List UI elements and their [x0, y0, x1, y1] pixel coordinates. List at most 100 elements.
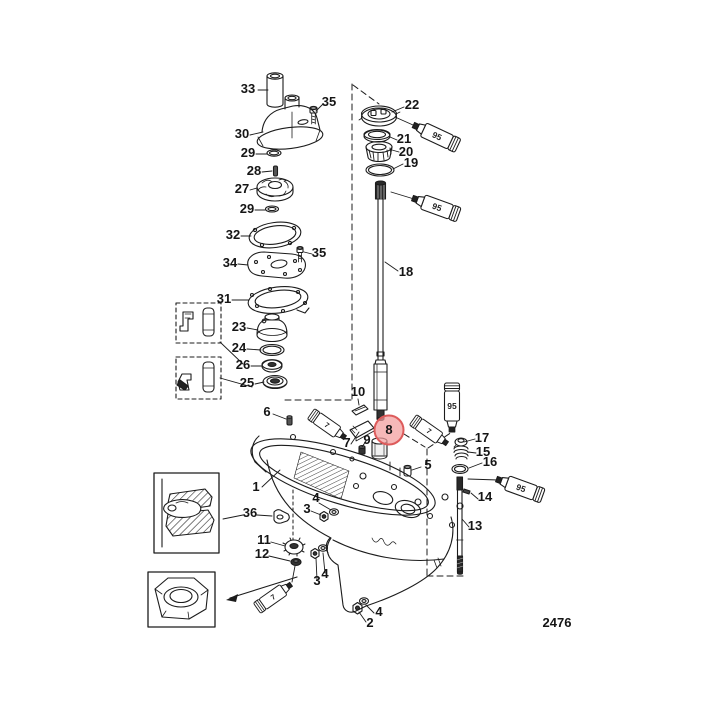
part-3-nut-lower: [310, 547, 320, 560]
lubricant-tube-95: 95: [443, 382, 461, 433]
part-label-3: 3: [313, 573, 320, 588]
part-label-28: 28: [247, 163, 261, 178]
lubricant-tube-7: 7: [409, 414, 449, 447]
part-14-pin: [462, 488, 471, 495]
part-16-o-ring: [451, 463, 469, 475]
part-label-21: 21: [397, 131, 411, 146]
part-31-gasket: [247, 286, 310, 314]
part-30-water-pump-cover: [256, 94, 324, 150]
part-label-22: 22: [405, 97, 419, 112]
part-labels-layer: 3335302928272932353431232426252221201918…: [217, 81, 572, 630]
part-4-washer-skeg: [358, 597, 370, 605]
lubricant-tube-95: 95: [495, 475, 546, 503]
part-3-nut-upper: [319, 510, 329, 523]
part-23-oil-seal-housing: [256, 313, 288, 343]
part-label-17: 17: [475, 430, 489, 445]
lubricant-tube-95: 95: [411, 121, 461, 153]
part-34-face-plate: [247, 251, 306, 279]
part-15-spring: [453, 445, 469, 460]
part-label-27: 27: [235, 181, 249, 196]
part-label-15: 15: [476, 444, 490, 459]
part-label-2476: 2476: [543, 615, 572, 630]
part-label-32: 32: [226, 227, 240, 242]
part-label-23: 23: [232, 319, 246, 334]
part-label-7: 7: [343, 435, 350, 450]
part-label-5: 5: [424, 457, 431, 472]
part-label-12: 12: [255, 546, 269, 561]
part-label-18: 18: [399, 264, 413, 279]
part-label-8: 8: [385, 422, 392, 437]
part-label-10: 10: [351, 384, 365, 399]
svg-text:7: 7: [425, 426, 433, 436]
part-2-nut-skeg: [352, 601, 363, 615]
part-27-impeller: [256, 177, 294, 202]
part-label-1: 1: [252, 479, 259, 494]
part-18-driveshaft: [373, 180, 388, 422]
part-label-6: 6: [263, 404, 270, 419]
part-label-4: 4: [312, 490, 320, 505]
part-25-oil-seal: [262, 374, 288, 390]
part-32-gasket: [248, 221, 302, 249]
part-label-2: 2: [366, 615, 373, 630]
svg-text:95: 95: [431, 129, 444, 142]
part-label-24: 24: [232, 340, 247, 355]
part-29-washer-upper: [266, 149, 282, 157]
part-label-36: 36: [243, 505, 257, 520]
svg-text:95: 95: [515, 482, 528, 495]
part-33-bushing: [266, 72, 284, 108]
part-21-thrust-ring: [363, 128, 391, 143]
part-label-30: 30: [235, 126, 249, 141]
part-10-wedge: [351, 404, 369, 416]
part-label-11: 11: [257, 532, 271, 547]
part-19-o-ring: [365, 163, 395, 177]
part-label-13: 13: [468, 518, 482, 533]
part-label-25: 25: [240, 375, 254, 390]
leader-lines: [219, 89, 499, 623]
part-label-35: 35: [312, 245, 326, 260]
part-6-dowel-pin: [286, 415, 293, 426]
part-label-31: 31: [217, 291, 231, 306]
part-label-34: 34: [223, 255, 238, 270]
part-28-impeller-key: [272, 165, 279, 177]
part-20-tapered-bearing: [365, 140, 393, 163]
part-36-anode-clamp: [273, 509, 290, 524]
part-11-gear: [282, 537, 306, 557]
svg-text:95: 95: [447, 401, 457, 411]
part-label-3: 3: [303, 501, 310, 516]
part-label-9: 9: [363, 432, 370, 447]
part-13-shift-shaft: [456, 476, 464, 575]
part-29-washer-lower: [264, 205, 280, 213]
part-1-gear-housing: [250, 433, 464, 613]
part-label-29: 29: [240, 201, 254, 216]
part-4-washer-upper: [328, 508, 340, 516]
part-label-29: 29: [241, 145, 255, 160]
part-label-19: 19: [404, 155, 418, 170]
lubricant-tube-7: 7: [253, 581, 293, 614]
part-5-stud: [403, 464, 412, 477]
part-26-bearing: [261, 359, 283, 373]
magnify-arrow: [226, 576, 298, 602]
part-label-26: 26: [236, 357, 250, 372]
part-4-washer-lower: [317, 544, 329, 552]
nut-detail-inset: [147, 571, 216, 628]
shift-cam-inset-upper: [175, 302, 222, 344]
highlight-layer: [373, 414, 405, 446]
part-24-o-ring: [259, 343, 285, 357]
svg-text:7: 7: [269, 592, 277, 602]
part-label-33: 33: [241, 81, 255, 96]
part-label-14: 14: [478, 489, 493, 504]
shift-cam-inset-lower: [175, 356, 222, 400]
lubricant-tube-95: 95: [411, 194, 462, 222]
part-label-35: 35: [322, 94, 336, 109]
svg-text:95: 95: [431, 201, 444, 214]
svg-text:7: 7: [323, 420, 331, 430]
part-12-washer: [290, 557, 302, 567]
part-label-4: 4: [321, 566, 329, 581]
part-label-4: 4: [375, 604, 383, 619]
anode-section-inset: [153, 472, 220, 554]
lubricant-tube-7: 7: [307, 408, 347, 441]
highlighted-part-8-hotspot[interactable]: [373, 414, 405, 446]
